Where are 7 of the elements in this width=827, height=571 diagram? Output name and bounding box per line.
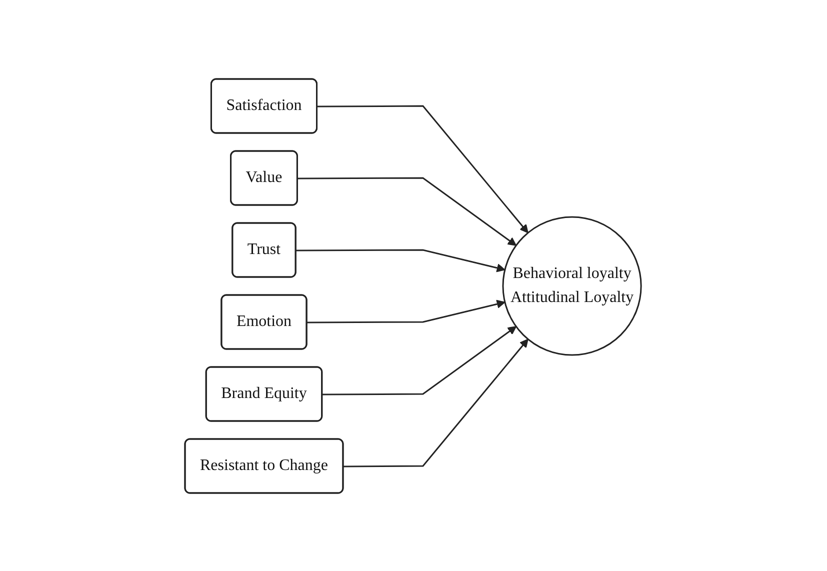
arrow [322, 326, 517, 395]
arrow [344, 338, 529, 467]
arrow [308, 299, 506, 323]
arrow [298, 176, 517, 246]
arrow [318, 104, 529, 233]
arrow [296, 248, 506, 272]
node-circle: Behavioral loyalty Attitudinal Loyalty [502, 216, 642, 356]
